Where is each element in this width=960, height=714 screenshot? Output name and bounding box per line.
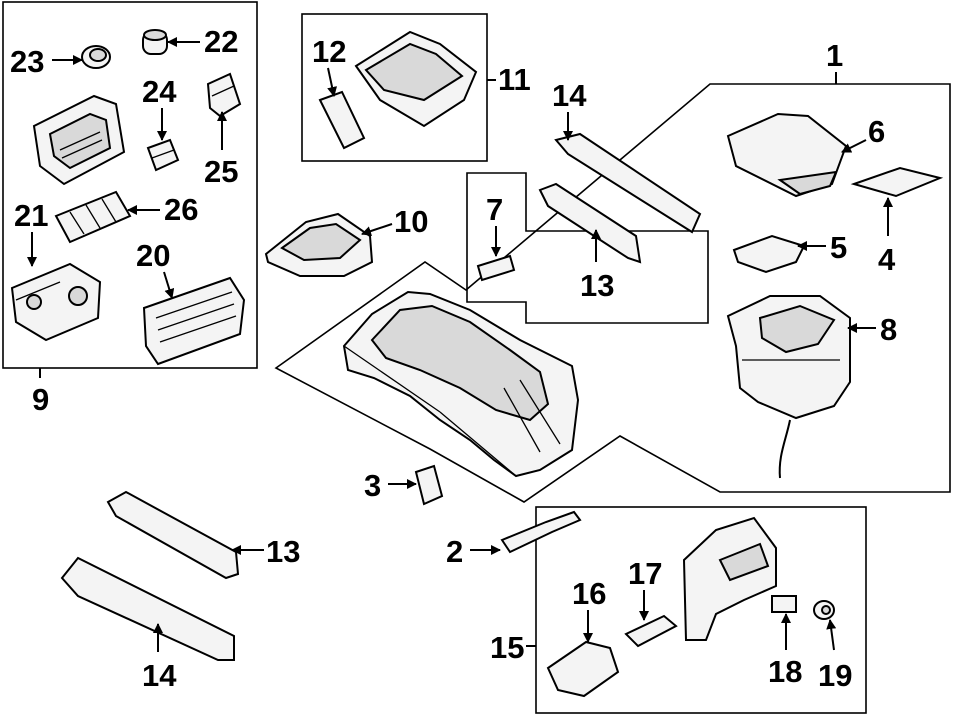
bracket-2 bbox=[500, 510, 582, 554]
console-body bbox=[342, 290, 580, 478]
tray-12 bbox=[318, 90, 366, 150]
bracket-3 bbox=[414, 464, 444, 506]
audio-unit-20 bbox=[142, 276, 246, 366]
panel-15 bbox=[682, 516, 777, 641]
group-box-15 bbox=[535, 506, 867, 714]
trim-strip-14-upper bbox=[554, 132, 702, 234]
leader-6 bbox=[841, 139, 867, 153]
leader-19 bbox=[826, 619, 837, 651]
callout-10: 10 bbox=[394, 204, 428, 239]
callout-9: 9 bbox=[32, 382, 49, 417]
tray-5 bbox=[732, 234, 806, 274]
switch-24 bbox=[146, 138, 180, 172]
callout-14-upper: 14 bbox=[552, 78, 587, 113]
callout-11: 11 bbox=[498, 62, 531, 97]
group-box-1 bbox=[274, 83, 951, 503]
leader-12 bbox=[327, 67, 338, 97]
trim-strip-14-lower bbox=[60, 556, 235, 661]
callout-15: 15 bbox=[490, 630, 524, 665]
callout-26: 26 bbox=[164, 192, 198, 227]
callout-17: 17 bbox=[628, 556, 662, 591]
switch-16 bbox=[546, 640, 620, 698]
knob-22 bbox=[142, 29, 168, 55]
callout-16: 16 bbox=[572, 576, 606, 611]
callout-14-lower: 14 bbox=[142, 658, 177, 693]
trim-strip-13-lower bbox=[106, 490, 240, 580]
group-box-11 bbox=[301, 13, 488, 162]
group-box-9 bbox=[2, 1, 258, 369]
callout-21: 21 bbox=[14, 198, 48, 233]
callout-3: 3 bbox=[364, 468, 381, 503]
callout-22: 22 bbox=[204, 24, 238, 59]
callout-8: 8 bbox=[880, 312, 897, 347]
armrest-lid-6 bbox=[726, 112, 848, 198]
plug-18 bbox=[771, 595, 797, 613]
switch-panel-26 bbox=[54, 190, 132, 244]
callout-12: 12 bbox=[312, 34, 346, 69]
callout-20: 20 bbox=[136, 238, 170, 273]
callout-4: 4 bbox=[878, 242, 896, 277]
switch-25 bbox=[206, 72, 242, 118]
leader-10 bbox=[361, 223, 393, 236]
callout-19: 19 bbox=[818, 658, 852, 693]
knob-23 bbox=[81, 45, 111, 69]
callout-1: 1 bbox=[826, 38, 843, 73]
callout-18: 18 bbox=[768, 654, 802, 689]
climate-control-21 bbox=[10, 262, 102, 342]
callout-5: 5 bbox=[830, 230, 847, 265]
callout-23: 23 bbox=[10, 44, 44, 79]
trim-strip-13-upper bbox=[538, 182, 642, 264]
callout-13-upper: 13 bbox=[580, 268, 614, 303]
storage-bin-8 bbox=[726, 295, 851, 479]
leader-20 bbox=[163, 271, 175, 299]
socket-19 bbox=[813, 600, 835, 620]
group-box-14-13 bbox=[466, 172, 709, 324]
console-lid-11 bbox=[354, 30, 478, 128]
bezel-panel bbox=[32, 94, 126, 186]
callout-24: 24 bbox=[142, 74, 177, 109]
part-17 bbox=[624, 614, 678, 648]
callout-25: 25 bbox=[204, 154, 238, 189]
callout-2: 2 bbox=[446, 534, 463, 569]
clip-7 bbox=[476, 254, 516, 282]
tray-10 bbox=[264, 212, 374, 277]
callout-7: 7 bbox=[486, 192, 503, 227]
mat-4 bbox=[850, 166, 944, 198]
callout-13-lower: 13 bbox=[266, 534, 300, 569]
callout-6: 6 bbox=[868, 114, 885, 149]
